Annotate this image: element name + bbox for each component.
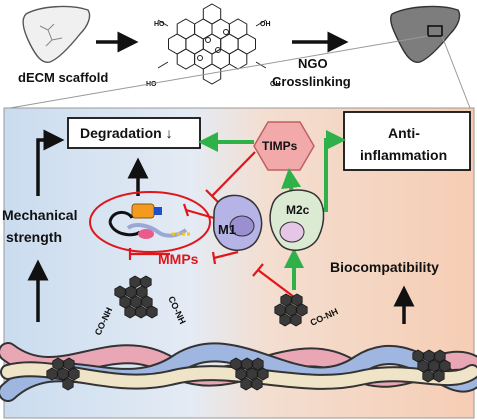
dECM-scaffold-label: dECM scaffold [18,70,108,85]
mmps-label: MMPs [158,251,199,267]
m1-label: M1 [218,222,236,237]
zoom-line-left [9,35,429,109]
degradation-label: Degradation ↓ [80,125,173,141]
dECM-liver-icon [22,5,91,63]
inhibition-lines [128,151,299,301]
mechanical-label-line2: strength [6,229,62,245]
cooh-label-top-right: OH [260,21,271,28]
crosslinked-liver-icon [390,5,461,63]
zoom-line-right [441,35,471,109]
anti-inflammation-box [343,111,471,171]
arrow-mechanical-to-degradation [36,129,65,196]
mmp-enzyme-icon [108,203,190,239]
crosslinking-label: Crosslinking [272,74,351,89]
cooh-label-top-left: HO [154,21,165,28]
degradation-box [67,117,201,149]
cooh-label-bottom-right: OH [270,81,281,88]
anti-inflammation-label-line2: inflammation [360,147,447,163]
ngo-label: NGO [298,56,328,71]
biocompatibility-label: Biocompatibility [330,259,439,275]
anti-inflammation-label-line1: Anti- [388,125,420,141]
ngo-molecule-icon [157,3,267,85]
m2c-label: M2c [286,203,310,217]
m1-macrophage-icon [212,194,263,251]
mechanical-label-line1: Mechanical [2,207,77,223]
cooh-label-bottom-left: HO [146,81,157,88]
mmp-enzyme-ellipse [89,191,211,253]
timps-label: TIMPs [262,139,298,153]
m2c-macrophage-icon [269,189,325,251]
